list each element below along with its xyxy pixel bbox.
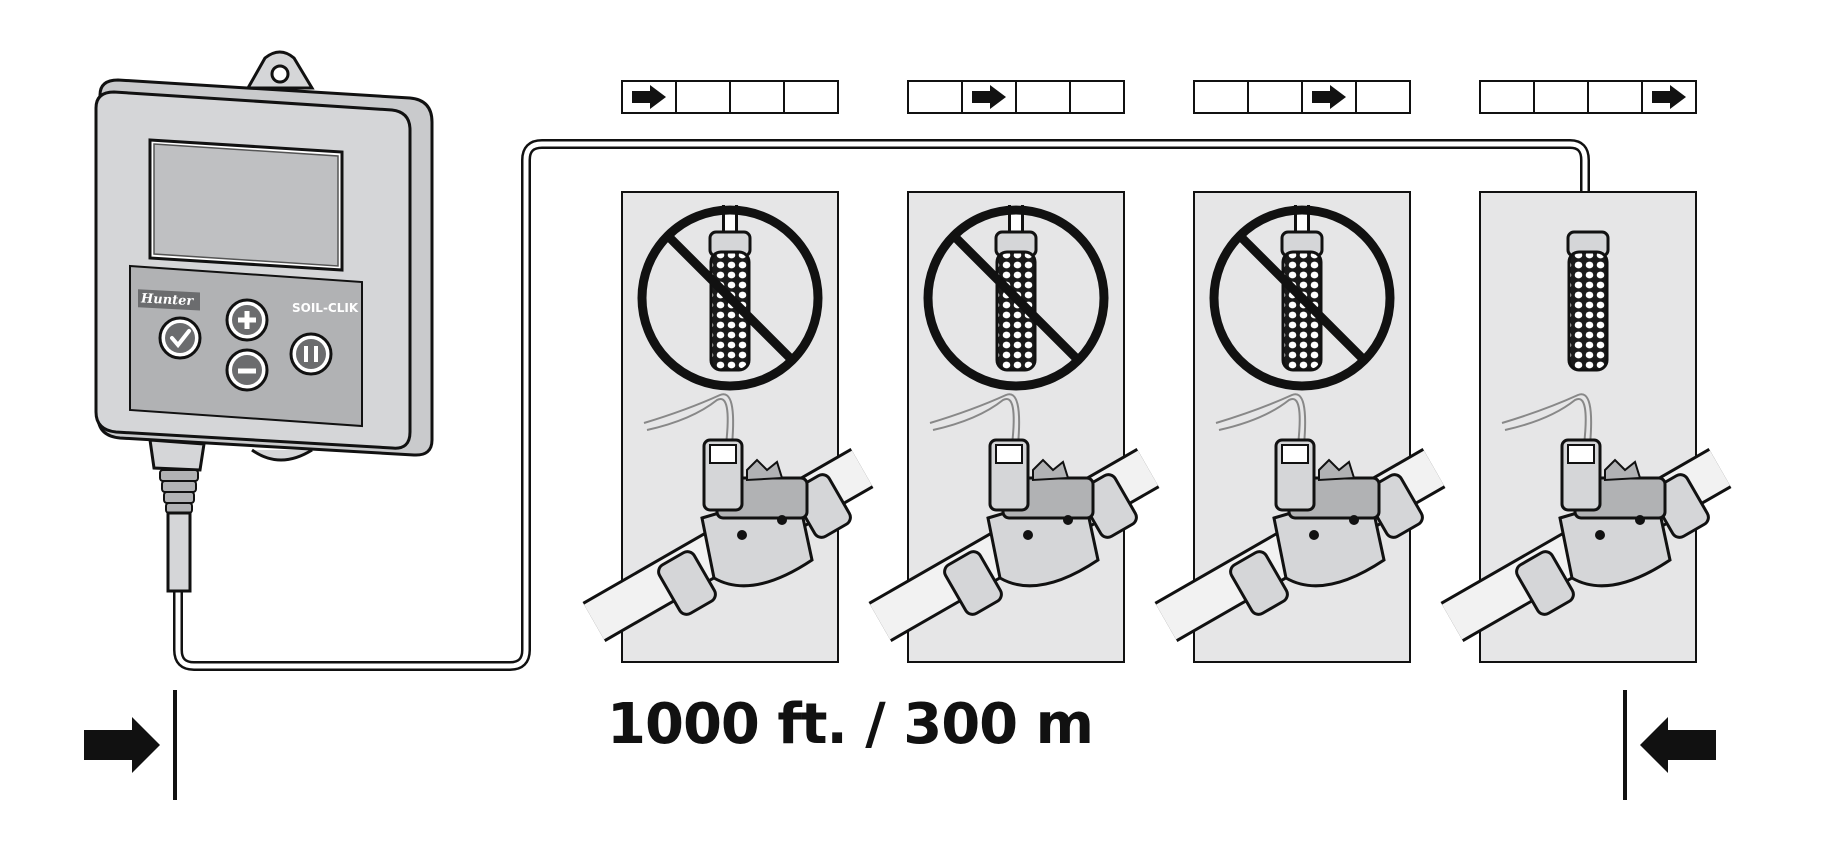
sensor-wire [173,139,1590,671]
irrigation-valve [1440,393,1732,642]
arrow-right-icon [972,85,1006,109]
zone-2 [868,80,1160,663]
model-label: SOIL-CLIK [292,301,359,315]
arrow-right-icon [1652,85,1686,109]
prohibited-icon [923,205,1109,391]
irrigation-valve [1154,393,1446,642]
plus-button [225,298,269,342]
check-button [158,316,202,360]
prohibited-icon [1209,205,1395,391]
soil-sensor-probe [1280,205,1324,372]
irrigation-valve [582,393,874,642]
pause-button [289,332,333,376]
zone-step-indicator [907,80,1125,114]
zone-step-indicator [1479,80,1697,114]
zone-step-indicator [621,80,839,114]
distance-left-marker [84,690,177,800]
zone-step-indicator [1193,80,1411,114]
arrow-left-icon [1640,717,1716,773]
zones [582,80,1732,663]
arrow-right-icon [632,85,666,109]
distance-label: 1000 ft. / 300 m [607,692,1094,757]
prohibited-icon [637,205,823,391]
zone-3 [1154,80,1446,663]
brand-logo: Hunter [138,289,200,311]
cable-strain-relief [148,438,206,593]
soil-clik-controller: Hunter SOIL-CLIK [94,50,434,593]
soil-sensor-probe [1566,230,1610,372]
zone-4 [1440,80,1732,663]
svg-text:Hunter: Hunter [140,291,194,309]
minus-button [225,348,269,392]
arrow-right-icon [1312,85,1346,109]
irrigation-valve [868,393,1160,642]
distance-right-marker [1623,690,1716,800]
zone-1 [582,80,874,663]
arrow-right-icon [84,717,160,773]
